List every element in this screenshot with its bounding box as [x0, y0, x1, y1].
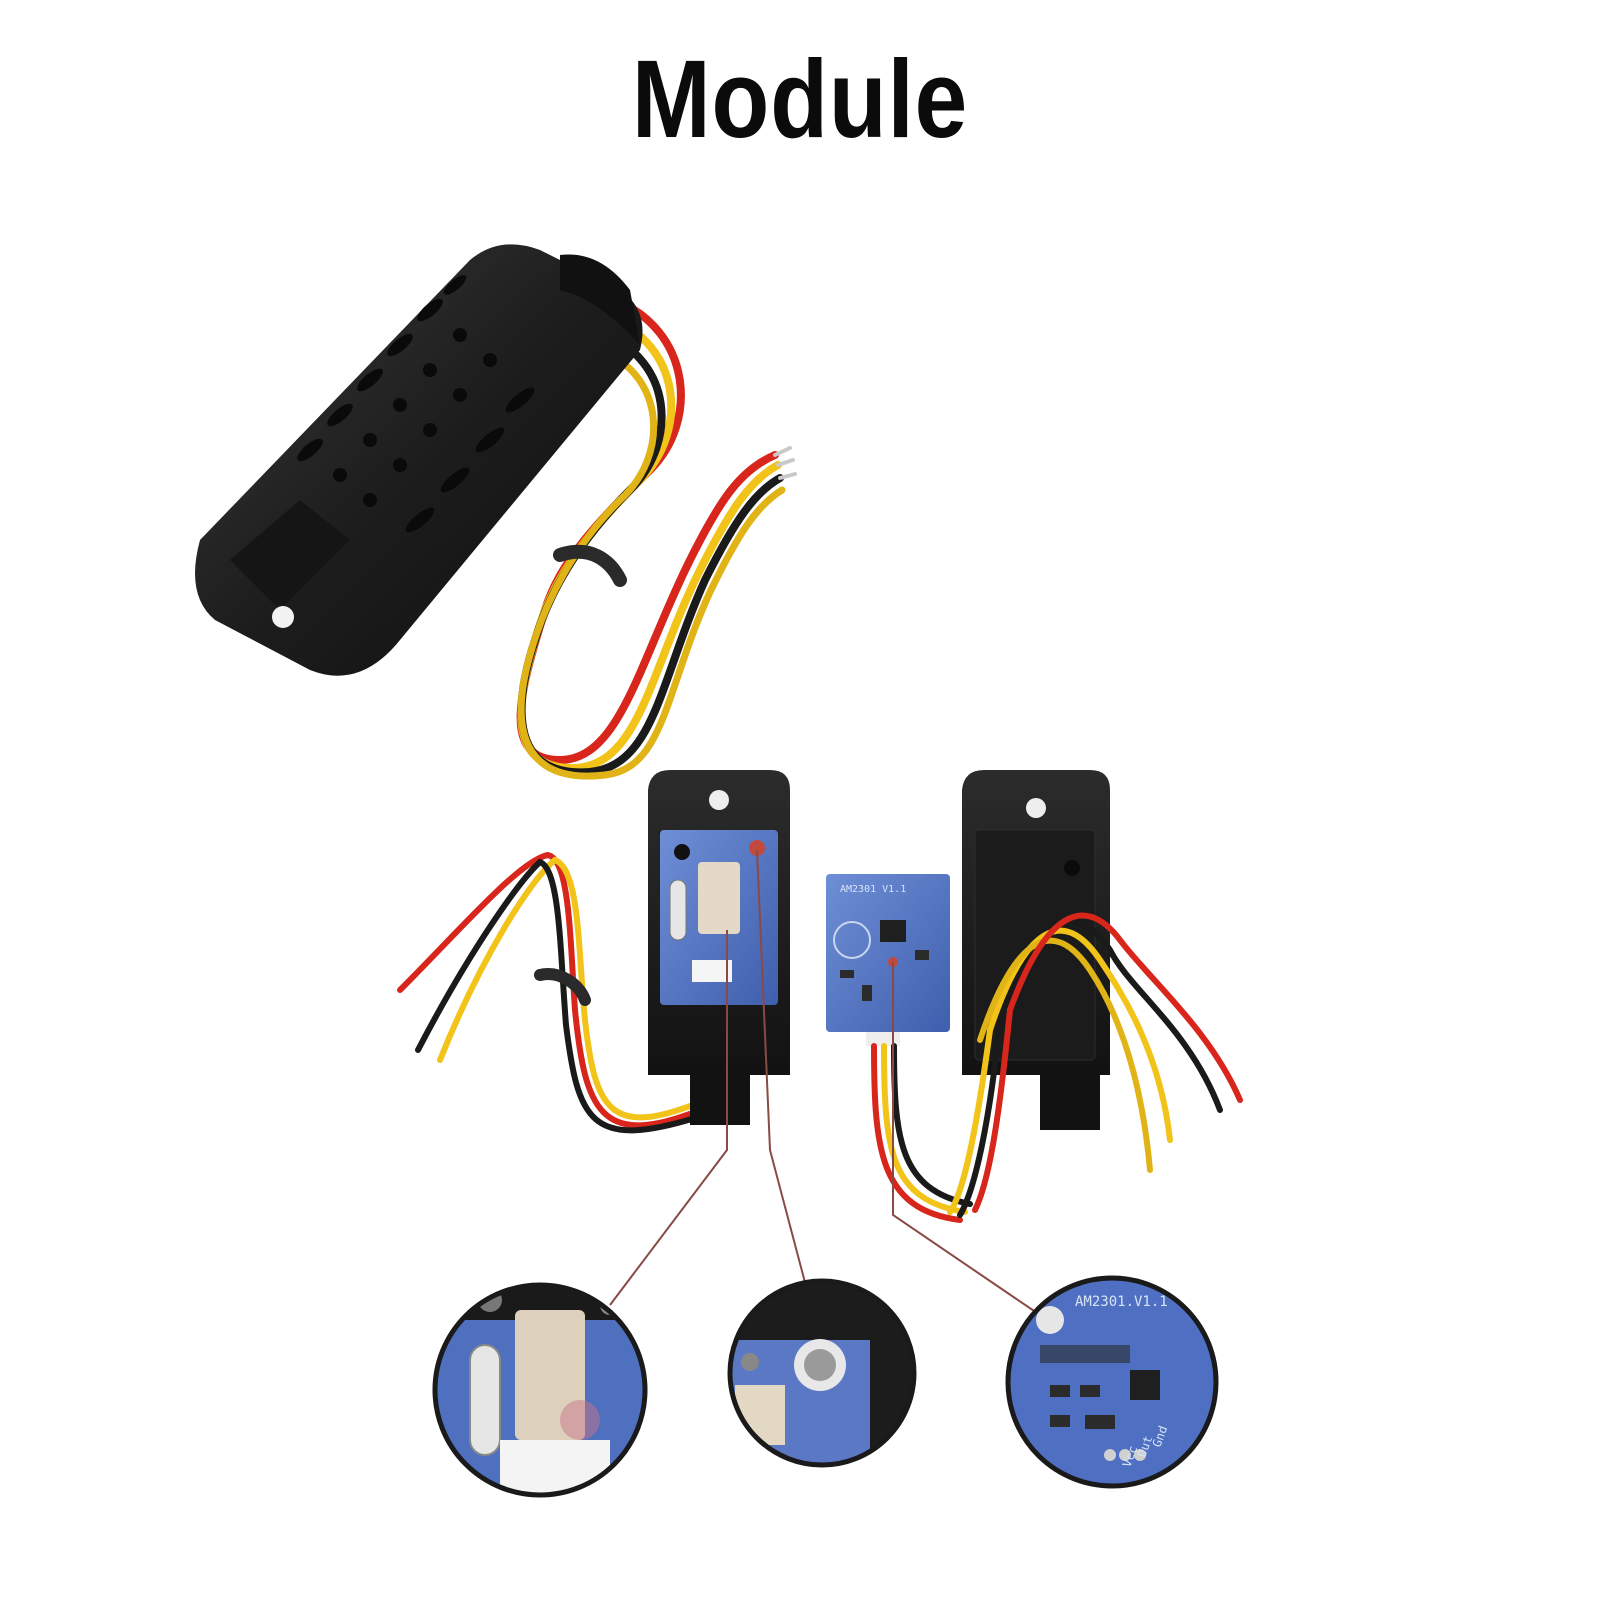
pin-label-gnd: Gnd — [1150, 1424, 1171, 1449]
pcb-board-label: AM2301 V1.1 — [840, 884, 906, 895]
zoom-circle-mounting-screw — [727, 1278, 917, 1468]
pin-label-out: Out — [1135, 1434, 1156, 1459]
sensor-enclosure-open-right — [947, 770, 1243, 1218]
pcb-module: AM2301 V1.1 — [826, 874, 973, 1223]
callout-lines — [609, 849, 1041, 1316]
vent-slots — [297, 275, 535, 533]
page-title: Module — [631, 38, 969, 161]
sensor-enclosure-closed — [195, 244, 797, 780]
pcb-zoom-label: AM2301.V1.1 — [1075, 1294, 1168, 1310]
pin-labels: Gnd Out Vcc — [1120, 1424, 1171, 1469]
pin-label-vcc: Vcc — [1120, 1444, 1141, 1469]
zoom-circle-sensor-element — [432, 1282, 648, 1498]
zoom-circle-pcb-components: AM2301.V1.1 Gnd Out Vcc — [1005, 1275, 1219, 1489]
sensor-wires-top — [516, 296, 797, 780]
sensor-enclosure-open-left — [397, 770, 790, 1134]
